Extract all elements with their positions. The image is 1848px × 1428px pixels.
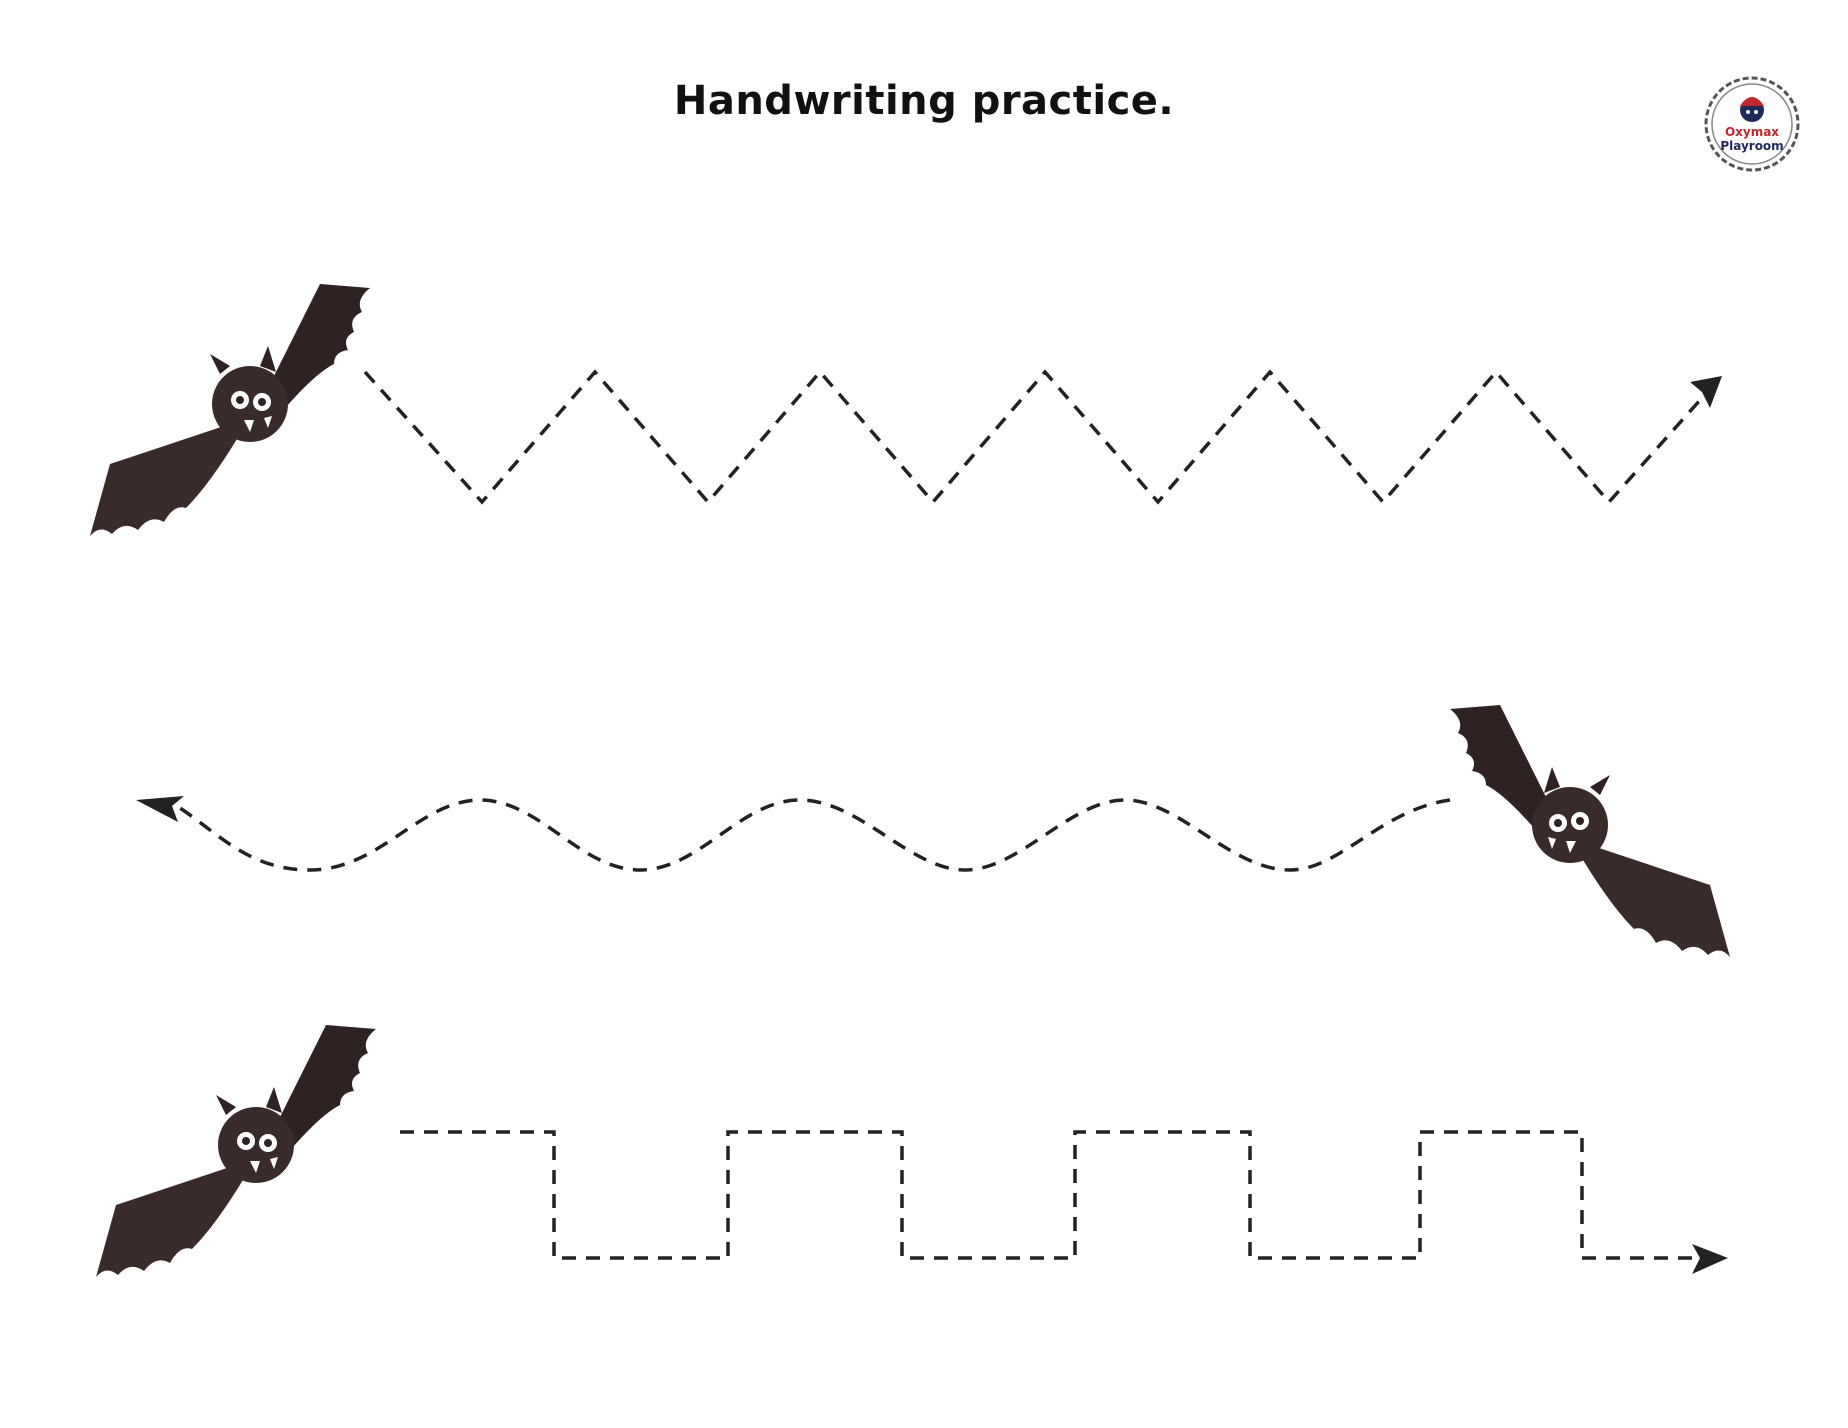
square-wave-tracing-line: [400, 1130, 1705, 1260]
logo-line1: Oxymax: [1725, 125, 1779, 139]
logo-line2: Playroom: [1720, 139, 1783, 153]
bat-icon: [96, 1025, 376, 1277]
wave-tracing-line: [179, 798, 1451, 872]
zigzag-tracing-line: [363, 369, 1720, 505]
arrow-icon: [1692, 1244, 1728, 1274]
arrow-icon: [1690, 376, 1722, 408]
logo-icon: Oxymax Playroom: [1704, 76, 1800, 172]
bat-icon: [90, 284, 370, 536]
page-title: Handwriting practice.: [673, 78, 1175, 124]
arrow-icon: [136, 796, 184, 822]
bat-icon: [1450, 705, 1730, 957]
